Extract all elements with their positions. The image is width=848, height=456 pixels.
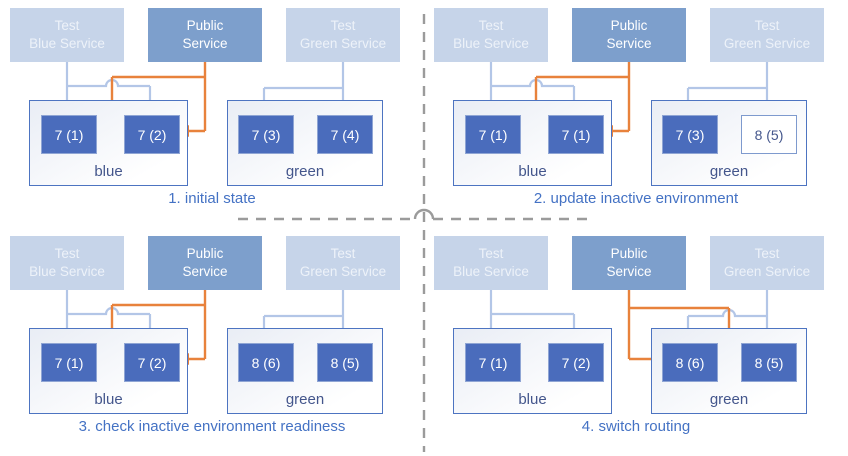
green-environment-box: 8 (6) 8 (5) green	[227, 328, 383, 414]
test-blue-service-box: Test Blue Service	[10, 236, 124, 290]
service-label-line1: Test	[54, 17, 80, 33]
service-label-line2: Blue Service	[453, 36, 529, 51]
public-service-box: Public Service	[572, 236, 686, 290]
pod-box: 7 (1)	[465, 343, 521, 382]
pod-label: 7 (4)	[330, 126, 360, 143]
test-green-service-box: Test Green Service	[710, 8, 824, 62]
pod-label: 7 (1)	[54, 354, 84, 371]
service-label-line1: Public	[610, 245, 648, 261]
green-environment-box: 7 (3) 8 (5) green	[651, 100, 807, 186]
pod-label: 7 (1)	[561, 126, 591, 143]
pod-box: 7 (1)	[465, 115, 521, 154]
blue-environment-box: 7 (1) 7 (2) blue	[453, 328, 612, 414]
pod-label: 7 (1)	[54, 126, 84, 143]
blue-environment-box: 7 (1) 7 (1) blue	[453, 100, 612, 186]
service-label-line2: Green Service	[723, 264, 811, 279]
test-blue-service-box: Test Blue Service	[434, 236, 548, 290]
panel-caption: 4. switch routing	[581, 418, 691, 435]
service-label-line1: Test	[330, 17, 356, 33]
pod-box: 7 (1)	[41, 115, 97, 154]
pod-label: 7 (1)	[478, 126, 508, 143]
panel-2-update-inactive-environment: Test Blue Service Public Service Test Gr…	[424, 0, 848, 228]
pod-label: 8 (5)	[330, 354, 360, 371]
blue-environment-box: 7 (1) 7 (2) blue	[29, 100, 188, 186]
pod-box: 7 (2)	[124, 343, 180, 382]
service-label-line1: Test	[754, 17, 780, 33]
pod-box: 7 (4)	[317, 115, 373, 154]
service-label-line2: Service	[606, 264, 652, 279]
pod-box: 8 (6)	[238, 343, 294, 382]
service-label-line2: Blue Service	[453, 264, 529, 279]
environment-label: blue	[94, 391, 123, 408]
service-label-line2: Service	[606, 36, 652, 51]
pod-box: 7 (1)	[41, 343, 97, 382]
test-green-service-box: Test Green Service	[710, 236, 824, 290]
public-service-box: Public Service	[572, 8, 686, 62]
test-blue-service-box: Test Blue Service	[434, 8, 548, 62]
service-label-line1: Public	[610, 17, 648, 33]
environment-label: blue	[518, 391, 547, 408]
pod-label: 7 (3)	[251, 126, 281, 143]
panel-4-switch-routing: Test Blue Service Public Service Test Gr…	[424, 228, 848, 456]
test-green-service-box: Test Green Service	[286, 8, 400, 62]
service-label-line1: Test	[54, 245, 80, 261]
environment-label: blue	[518, 163, 547, 180]
panel-1-initial-state: Test Blue Service Public Service Test Gr…	[0, 0, 424, 228]
service-label-line1: Test	[330, 245, 356, 261]
service-label-line2: Blue Service	[29, 264, 105, 279]
environment-label: green	[285, 163, 325, 180]
service-label-line2: Green Service	[299, 264, 387, 279]
blue-environment-box: 7 (1) 7 (2) blue	[29, 328, 188, 414]
pod-box: 7 (2)	[548, 343, 604, 382]
public-service-box: Public Service	[148, 8, 262, 62]
public-service-box: Public Service	[148, 236, 262, 290]
pod-label: 7 (3)	[675, 126, 705, 143]
pod-box: 7 (2)	[124, 115, 180, 154]
service-label-line2: Blue Service	[29, 36, 105, 51]
pod-box: 7 (3)	[238, 115, 294, 154]
service-label-line2: Green Service	[299, 36, 387, 51]
pod-box: 7 (1)	[548, 115, 604, 154]
service-label-line2: Service	[182, 36, 228, 51]
pod-box: 8 (6)	[662, 343, 718, 382]
service-label-line1: Test	[478, 17, 504, 33]
pod-label: 8 (6)	[675, 354, 705, 371]
environment-label: blue	[94, 163, 123, 180]
service-label-line1: Public	[186, 17, 224, 33]
pod-label: 8 (5)	[754, 126, 784, 143]
pod-box: 8 (5)	[317, 343, 373, 382]
panel-caption: 3. check inactive environment readiness	[78, 418, 346, 435]
pod-label: 7 (2)	[137, 126, 167, 143]
test-green-service-box: Test Green Service	[286, 236, 400, 290]
environment-label: green	[709, 163, 749, 180]
pod-box: 7 (3)	[662, 115, 718, 154]
pod-label: 8 (6)	[251, 354, 281, 371]
pod-label: 8 (5)	[754, 354, 784, 371]
pod-box: 8 (5)	[741, 343, 797, 382]
pod-label: 7 (2)	[561, 354, 591, 371]
service-label-line1: Test	[754, 245, 780, 261]
service-label-line2: Service	[182, 264, 228, 279]
service-label-line1: Public	[186, 245, 224, 261]
service-label-line1: Test	[478, 245, 504, 261]
pod-label: 7 (2)	[137, 354, 167, 371]
green-environment-box: 8 (6) 8 (5) green	[651, 328, 807, 414]
panel-caption: 2. update inactive environment	[533, 190, 739, 207]
panel-3-check-inactive-environment-readiness: Test Blue Service Public Service Test Gr…	[0, 228, 424, 456]
environment-label: green	[285, 391, 325, 408]
service-label-line2: Green Service	[723, 36, 811, 51]
environment-label: green	[709, 391, 749, 408]
test-blue-service-box: Test Blue Service	[10, 8, 124, 62]
pod-box: 8 (5)	[741, 115, 797, 154]
panel-caption: 1. initial state	[168, 190, 256, 207]
green-environment-box: 7 (3) 7 (4) green	[227, 100, 383, 186]
pod-label: 7 (1)	[478, 354, 508, 371]
